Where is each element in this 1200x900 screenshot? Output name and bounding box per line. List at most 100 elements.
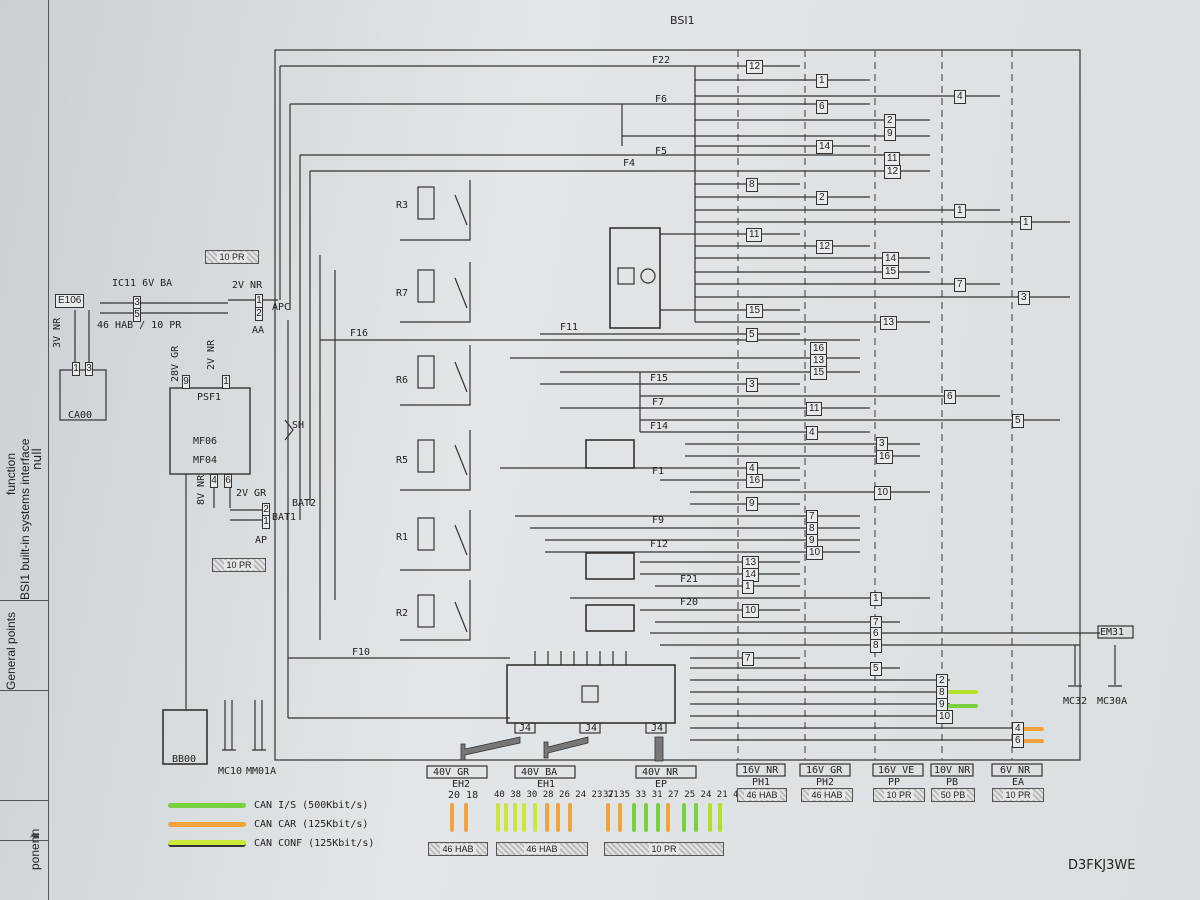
legend-label: CAN CONF (125Kbit/s): [254, 838, 375, 849]
pin-box: 9: [746, 497, 758, 511]
legend-label: CAN I/S (500Kbit/s): [254, 800, 369, 811]
j4-label: J4: [519, 723, 532, 734]
psf1-label: PSF1: [197, 392, 222, 403]
bat1-label: BAT1: [272, 512, 297, 523]
hatch-ph2: 46 HAB: [801, 788, 853, 802]
aa-label: AA: [252, 325, 265, 336]
fuse-f20: F20: [680, 597, 699, 608]
psf1-wire-28v: 28V GR: [170, 345, 181, 382]
fuse-f7: F7: [652, 397, 665, 408]
page-title: BSI1: [670, 14, 695, 27]
conn-eh1-name: EH1: [537, 779, 556, 790]
fuse-f9: F9: [652, 515, 665, 526]
hatch-pb: 50 PB: [931, 788, 975, 802]
conn-ep-color: 40V NR: [642, 767, 679, 778]
pin-box: 14: [816, 140, 834, 154]
conn-eh2-name: EH2: [452, 779, 471, 790]
mc10-label: MC10: [218, 766, 243, 777]
pin-box: 1: [816, 74, 828, 88]
conn-pp-name: PP: [888, 777, 901, 788]
hatch-10pr-top: 10 PR: [205, 250, 259, 264]
legend-label: CAN CAR (125Kbit/s): [254, 819, 369, 830]
can-legend: CAN I/S (500Kbit/s) CAN CAR (125Kbit/s) …: [168, 796, 374, 853]
psf1-wire-2v: 2V NR: [206, 339, 217, 370]
j4-label: J4: [585, 723, 598, 734]
hatch-10pr-bottom: 10 PR: [212, 558, 266, 572]
ap-wire-2v: 2V GR: [236, 488, 267, 499]
hatch-ep: 10 PR: [604, 842, 724, 856]
legend-swatch: [168, 803, 246, 808]
pin-box: 2: [816, 191, 828, 205]
legend-can-car: CAN CAR (125Kbit/s): [168, 815, 374, 834]
fuse-f12: F12: [650, 539, 669, 550]
fuse-f6: F6: [655, 94, 668, 105]
ap-label: AP: [255, 535, 268, 546]
conn-pb-color: 10V NR: [934, 765, 971, 776]
conn-46hab-10pr: 46 HAB / 10 PR: [97, 320, 182, 331]
pin-box: 5: [746, 328, 758, 342]
conn-ep-pins: 37 35 33 31 27 25 24 21 4 2: [603, 790, 750, 800]
j4-label: J4: [651, 723, 664, 734]
conn-ep-name: EP: [655, 779, 668, 790]
pin-box: 11: [746, 228, 763, 242]
legend-can-conf: CAN CONF (125Kbit/s): [168, 834, 374, 853]
ca00-wire: 3V NR: [52, 317, 63, 348]
bb00-label: BB00: [172, 754, 197, 765]
apc-label: APC: [272, 302, 291, 313]
conn-ph2-color: 16V GR: [806, 765, 843, 776]
mf06-label: MF06: [193, 436, 218, 447]
fuse-f22: F22: [652, 55, 671, 66]
relay-r7: R7: [396, 288, 409, 299]
conn-ea-name: EA: [1012, 777, 1025, 788]
conn-eh1-pins: 40 38 30 28 26 24 23 21: [494, 790, 619, 800]
ap-wire-8v: 8V NR: [196, 474, 207, 505]
hatch-eh2: 46 HAB: [428, 842, 488, 856]
fuse-f14: F14: [650, 421, 669, 432]
conn-2v-nr: 2V NR: [232, 280, 263, 291]
legend-swatch: [168, 840, 246, 847]
title-block-strip: General points BSI1 built-in systems int…: [0, 0, 49, 900]
mc32-label: MC32: [1063, 696, 1088, 707]
relay-r2: R2: [396, 608, 409, 619]
pin-box: 15: [746, 304, 764, 318]
pin-box: 16: [746, 474, 764, 488]
legend-swatch: [168, 822, 246, 827]
conn-ph1-name: PH1: [752, 777, 771, 788]
fuse-f15: F15: [650, 373, 669, 384]
conn-eh2-pins: 20 18: [448, 790, 479, 801]
conn-eh2-color: 40V GR: [433, 767, 470, 778]
sh-label: SH: [292, 420, 305, 431]
pin-box: 12: [816, 240, 834, 254]
relay-r6: R6: [396, 375, 409, 386]
fuse-f16: F16: [350, 328, 369, 339]
fuse-f1: F1: [652, 466, 665, 477]
mm01a-label: MM01A: [246, 766, 277, 777]
fuse-f5: F5: [655, 146, 668, 157]
conn-eh1-color: 40V BA: [521, 767, 558, 778]
hatch-ea: 10 PR: [992, 788, 1044, 802]
pin-box: 6: [816, 100, 828, 114]
fuse-f4: F4: [623, 158, 636, 169]
fuse-f21: F21: [680, 574, 699, 585]
conn-ea-color: 6V NR: [1000, 765, 1031, 776]
relay-r3: R3: [396, 200, 409, 211]
hatch-pp: 10 PR: [873, 788, 925, 802]
ca00-label: CA00: [68, 410, 93, 421]
page-code: D3FKJ3WE: [1068, 858, 1136, 873]
mf04-label: MF04: [193, 455, 218, 466]
legend-can-is: CAN I/S (500Kbit/s): [168, 796, 374, 815]
bat2-label: BAT2: [292, 498, 317, 509]
em31-label: EM31: [1100, 627, 1125, 638]
conn-pb-name: PB: [946, 777, 959, 788]
mc30a-label: MC30A: [1097, 696, 1128, 707]
conn-ph2-name: PH2: [816, 777, 835, 788]
relay-r5: R5: [396, 455, 409, 466]
e106-connector: E106: [55, 294, 85, 308]
conn-pp-color: 16V VE: [878, 765, 915, 776]
relay-r1: R1: [396, 532, 409, 543]
pin-box: 3: [746, 378, 758, 392]
ic11-label: IC11 6V BA: [112, 278, 173, 289]
hatch-ph1: 46 HAB: [737, 788, 787, 802]
pin-box: 8: [746, 178, 758, 192]
